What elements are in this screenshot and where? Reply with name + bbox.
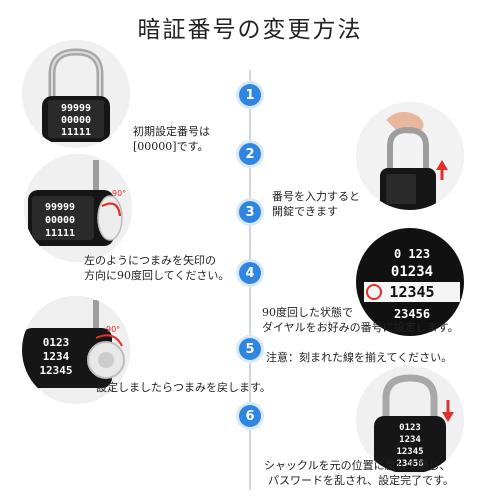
lock-illustration-6: 0123 1234 12345 23456 xyxy=(356,366,464,474)
caption-1a: 初期設定番号は xyxy=(133,125,210,138)
lock-image-1: 99999 00000 11111 xyxy=(22,40,130,148)
lock5-row-1: 0123 xyxy=(43,336,70,349)
lock1-row-3: 11111 xyxy=(61,127,91,138)
caption-4a: 90度回した状態で xyxy=(262,306,353,319)
page-title: 暗証番号の変更方法 xyxy=(137,17,363,43)
caption-5b: 設定しましたらつまみを戻します。 xyxy=(96,381,271,394)
lock-illustration-2 xyxy=(356,102,464,210)
lock-illustration-3: 99999 00000 11111 90° xyxy=(24,154,132,262)
caption-4b: ダイヤルをお好みの番号に設定します。 xyxy=(262,321,459,334)
lock-image-3: 99999 00000 11111 90° xyxy=(24,154,132,262)
lock4-row-1: 0 123 xyxy=(394,247,430,261)
step-badge-5: 5 xyxy=(239,338,261,360)
caption-5: 注意：刻まれた線を揃えてください。 xyxy=(266,351,453,364)
lock1-row-2: 00000 xyxy=(61,115,91,126)
lock4-row-4: 23456 xyxy=(394,307,430,321)
highlight-circle-icon xyxy=(366,284,382,300)
lock3-row-2: 00000 xyxy=(45,215,75,226)
rotate-back-arrow-icon xyxy=(95,334,123,347)
lock-image-6: 0123 1234 12345 23456 xyxy=(356,366,464,474)
lock3-row-1: 99999 xyxy=(45,202,75,213)
lock3-angle: 90° xyxy=(112,189,126,198)
rotate-arrow-icon xyxy=(101,202,122,217)
lock4-row-3: 12345 xyxy=(389,283,434,301)
lock1-row-1: 99999 xyxy=(61,103,91,114)
step-badge-6: 6 xyxy=(239,405,261,427)
caption-3b: 方向に90度回してください。 xyxy=(84,269,230,282)
lock6-row-4: 23456 xyxy=(396,459,423,469)
lock-illustration-1: 99999 00000 11111 xyxy=(22,40,130,148)
caption-6a: シャックルを元の位置に戻して閉じ、 xyxy=(264,459,451,472)
step-badge-1: 1 xyxy=(239,84,261,106)
lock-image-2 xyxy=(356,102,464,210)
step-badge-3: 3 xyxy=(239,201,261,223)
step-badge-4: 4 xyxy=(239,262,261,284)
lock5-row-2: 1234 xyxy=(43,350,70,363)
lock6-row-1: 0123 xyxy=(399,423,421,433)
lock4-row-2: 01234 xyxy=(391,264,433,280)
caption-2b: 開錠できます xyxy=(272,205,338,218)
caption-3a: 左のようにつまみを矢印の xyxy=(84,254,216,267)
lock5-row-3: 12345 xyxy=(39,364,72,377)
lock-image-5: 0123 1234 12345 90° xyxy=(22,296,130,404)
up-arrow-icon xyxy=(436,160,448,170)
lock5-angle: 90° xyxy=(106,325,120,334)
caption-6b: パスワードを乱され、設定完了です。 xyxy=(268,474,455,487)
lock-illustration-4: 0 123 01234 12345 23456 xyxy=(356,228,464,336)
step-badge-2: 2 xyxy=(239,143,261,165)
lock-illustration-5: 0123 1234 12345 90° xyxy=(22,296,130,404)
lock6-row-3: 12345 xyxy=(396,447,423,457)
lock-image-4: 0 123 01234 12345 23456 xyxy=(356,228,464,336)
lock6-row-2: 1234 xyxy=(399,435,421,445)
down-arrow-icon xyxy=(442,412,454,422)
lock3-row-3: 11111 xyxy=(45,228,75,239)
caption-1b: [00000]です。 xyxy=(133,140,209,153)
caption-2a: 番号を入力すると xyxy=(272,190,360,203)
